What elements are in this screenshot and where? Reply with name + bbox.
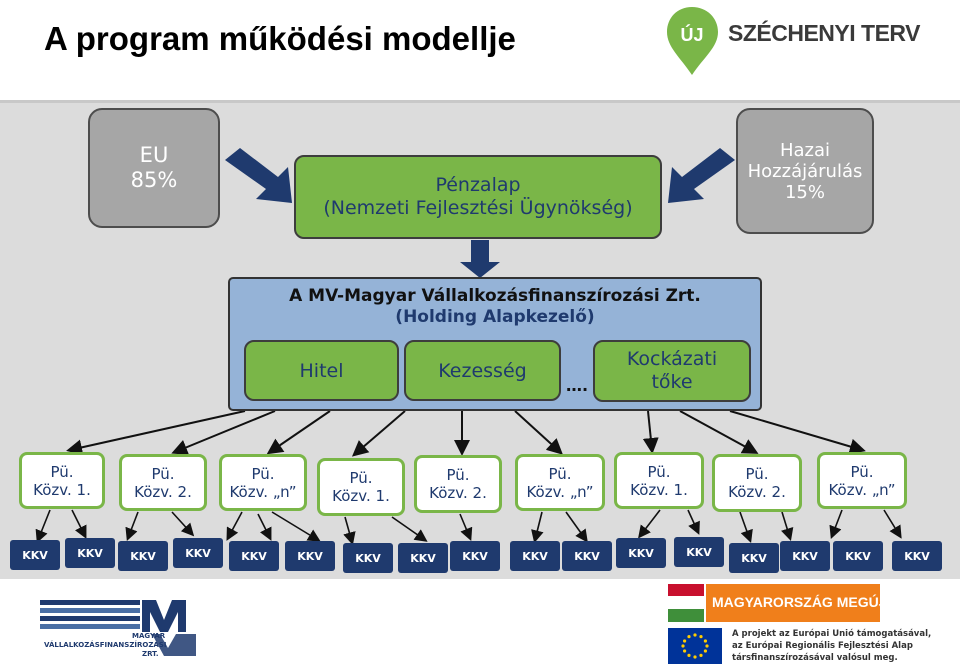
- kkv-box: KKV: [562, 541, 612, 571]
- logo-wordmark: SZÉCHENYI TERV: [728, 20, 920, 46]
- intermediary-label: Pü.: [251, 464, 275, 483]
- intermediary-label: Pü.: [50, 462, 74, 481]
- intermediary-label: Pü.: [446, 466, 470, 484]
- product-label: Kezesség: [438, 359, 527, 382]
- mv-logo-text-zrt: ZRT.: [142, 650, 159, 658]
- eu-source-box: EU 85%: [88, 108, 220, 228]
- intermediary-box: Pü. Közv. „n”: [219, 454, 307, 511]
- kkv-box: KKV: [780, 541, 830, 571]
- intermediaries-to-kkv-lines: [35, 509, 902, 546]
- page-title: A program működési modellje: [44, 20, 516, 57]
- product-label: Hitel: [299, 359, 344, 382]
- intermediary-number: Közv. 1.: [332, 487, 390, 505]
- intermediary-label: Pü.: [850, 462, 874, 481]
- eu-to-fund-arrow: [225, 148, 292, 203]
- eu-flag-icon: [668, 628, 722, 664]
- intermediary-number: Közv. 2.: [728, 483, 786, 501]
- fund-name: Pénzalap: [435, 174, 521, 196]
- kkv-box: KKV: [892, 541, 942, 571]
- kkv-box: KKV: [343, 543, 393, 573]
- product-kezesseg: Kezesség: [404, 340, 561, 401]
- eu-support-line-1: A projekt az Európai Unió támogatásával,: [732, 629, 932, 639]
- intermediary-box: Pü. Közv. „n”: [817, 452, 907, 509]
- intermediary-number: Közv. 1.: [630, 480, 688, 499]
- kkv-box: KKV: [674, 537, 724, 567]
- intermediary-box: Pü. Közv. 1.: [317, 458, 405, 516]
- title-divider: [0, 100, 960, 103]
- products-ellipsis: ….: [566, 376, 589, 395]
- mv-logo-text-vallalkozas: VÁLLALKOZÁSFINANSZÍROZÁSI: [44, 641, 167, 649]
- fund-box: Pénzalap (Nemzeti Fejlesztési Ügynökség): [294, 155, 662, 239]
- kkv-box: KKV: [65, 538, 115, 568]
- intermediary-label: Pü.: [745, 465, 769, 483]
- intermediary-number: Közv. 2.: [429, 484, 487, 502]
- fund-to-holding-arrow: [460, 240, 500, 278]
- domestic-to-fund-arrow: [668, 148, 735, 203]
- domestic-contribution: Hozzájárulás: [747, 160, 863, 182]
- intermediary-number: Közv. 2.: [134, 482, 192, 501]
- kkv-box: KKV: [510, 541, 560, 571]
- kkv-box: KKV: [450, 541, 500, 571]
- holding-to-intermediaries-lines: [66, 410, 866, 457]
- domestic-percent: 15%: [784, 181, 825, 203]
- product-hitel: Hitel: [244, 340, 399, 401]
- intermediary-box: Pü. Közv. 2.: [712, 454, 802, 512]
- intermediary-number: Közv. 1.: [33, 480, 91, 499]
- domestic-source-box: Hazai Hozzájárulás 15%: [736, 108, 874, 234]
- intermediary-number: Közv. „n”: [229, 482, 297, 501]
- intermediary-label: Pü.: [548, 464, 572, 483]
- kkv-box: KKV: [833, 541, 883, 571]
- intermediary-box: Pü. Közv. „n”: [515, 454, 605, 511]
- intermediary-box: Pü. Közv. 1.: [614, 452, 704, 509]
- magyarorszag-megujul-banner: [668, 584, 880, 622]
- product-kockazati-toke: Kockázati tőke: [593, 340, 751, 402]
- holding-title: A MV-Magyar Vállalkozásfinanszírozási Zr…: [289, 286, 701, 306]
- intermediary-box: Pü. Közv. 2.: [414, 455, 502, 513]
- kkv-box: KKV: [616, 538, 666, 568]
- intermediary-label: Pü.: [151, 464, 175, 483]
- mv-logo: [40, 598, 200, 658]
- domestic-label: Hazai: [779, 139, 831, 161]
- uj-szechenyi-logo-icon: ÚJ: [665, 5, 720, 77]
- intermediary-label: Pü.: [349, 469, 373, 487]
- hungarian-flag-icon: [668, 584, 880, 622]
- logo-badge-text: ÚJ: [680, 24, 703, 45]
- intermediary-label: Pü.: [647, 462, 671, 481]
- mv-logo-icon: [40, 600, 196, 656]
- intermediary-box: Pü. Közv. 2.: [119, 454, 207, 511]
- eu-label: EU: [139, 143, 169, 167]
- kkv-box: KKV: [173, 538, 223, 568]
- intermediary-number: Közv. „n”: [526, 482, 594, 501]
- holding-subtitle: (Holding Alapkezelő): [395, 307, 595, 327]
- eu-support-line-3: társfinanszírozásával valósul meg.: [732, 653, 898, 663]
- kkv-box: KKV: [285, 541, 335, 571]
- kkv-box: KKV: [118, 541, 168, 571]
- kkv-box: KKV: [229, 541, 279, 571]
- intermediary-number: Közv. „n”: [828, 480, 896, 499]
- product-label: Kockázati tőke: [626, 348, 718, 393]
- banner-text: MAGYARORSZÁG MEGÚJUL: [712, 594, 906, 610]
- mv-logo-text-magyar: MAGYAR: [132, 632, 166, 640]
- kkv-box: KKV: [10, 540, 60, 570]
- intermediary-box: Pü. Közv. 1.: [19, 452, 105, 509]
- kkv-box: KKV: [398, 543, 448, 573]
- fund-agency: (Nemzeti Fejlesztési Ügynökség): [323, 197, 633, 219]
- eu-percent: 85%: [130, 168, 178, 192]
- eu-support-line-2: az Európai Regionális Fejlesztési Alap: [732, 641, 913, 651]
- kkv-box: KKV: [729, 543, 779, 573]
